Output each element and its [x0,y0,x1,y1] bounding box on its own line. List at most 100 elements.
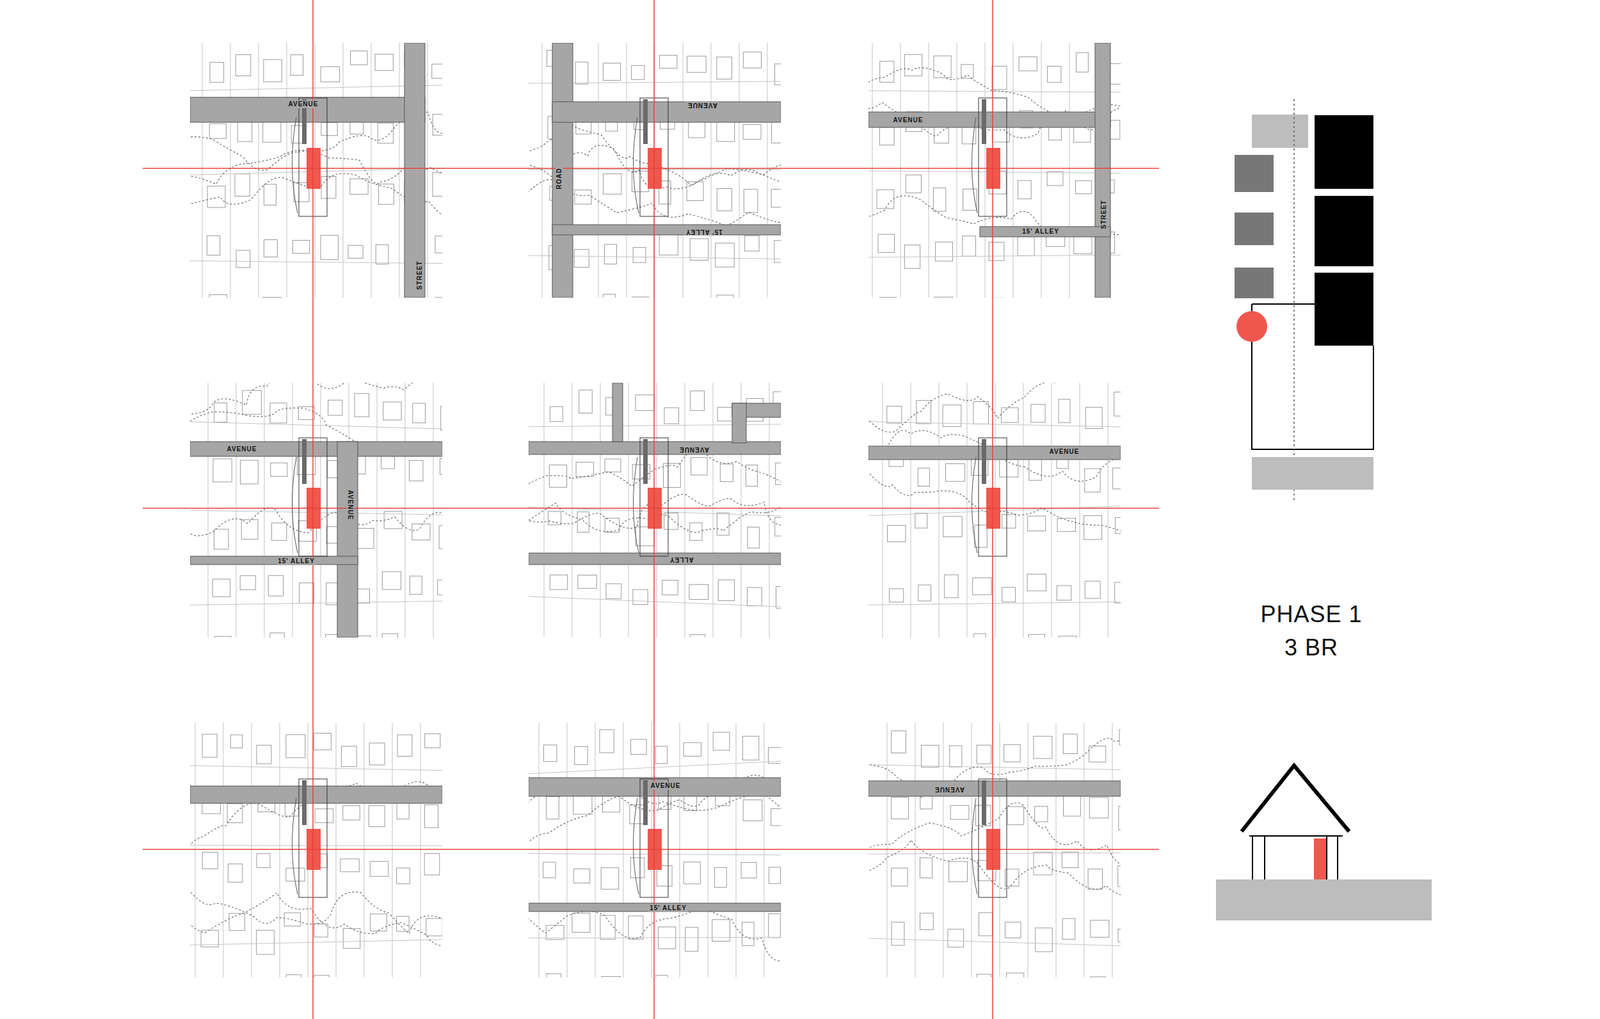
house-footprint [242,390,262,415]
house-footprint [1005,922,1021,939]
house-footprint [1018,56,1037,72]
house-footprint [604,458,621,472]
house-footprint [291,302,308,323]
road [528,552,781,565]
house-footprint [771,310,789,330]
house-footprint [1047,171,1064,186]
house-footprint [382,633,398,648]
house-footprint [343,805,360,820]
house-footprint [549,464,567,488]
house-footprint [916,400,932,424]
house-footprint [270,632,285,656]
house-footprint [432,114,450,136]
house-footprint [1084,581,1101,599]
house-footprint [1059,636,1078,657]
house-footprint [1035,928,1053,952]
house-footprint [383,401,402,420]
house-footprint [775,462,793,485]
contour-line [862,430,1168,481]
house-footprint [716,512,729,536]
lot-line [872,42,873,298]
house-footprint [1076,52,1089,73]
house-footprint [435,236,454,253]
house-footprint [744,306,760,328]
house-footprint [286,734,306,758]
lot-line [567,722,568,978]
tile-ground [528,382,781,638]
house-footprint [1085,407,1103,429]
road [528,441,781,455]
grid-line [653,0,655,1019]
house-footprint [690,457,708,475]
road [612,382,623,442]
house-footprint [918,584,932,601]
house-footprint [944,638,964,658]
house-footprint [369,861,388,877]
house-footprint [409,576,422,595]
house-footprint [629,804,645,824]
house-footprint [209,294,227,318]
house-column [1336,835,1339,880]
house-footprint [284,912,301,927]
house-footprint [988,241,1005,261]
house-footprint [574,746,588,765]
house-footprint [408,460,423,481]
tile-ground [190,42,443,298]
lot-line [684,382,686,638]
house-footprint [943,516,962,537]
street-label: AVENUE [346,488,354,522]
street-label: 15' ALLEY [276,557,317,566]
house-footprint [340,858,360,872]
lot-line [264,382,265,638]
house-footprint [920,857,933,879]
street-label: 15' ALLEY [648,904,688,912]
site-edge [632,798,639,895]
site-edge [291,117,298,214]
house-footprint [424,853,440,875]
house-footprint [369,743,385,765]
house-footprint [933,296,953,320]
house-footprint [887,642,900,662]
lot-line [764,722,765,978]
lot-line [1051,382,1053,638]
street-label: AVENUE [686,101,719,109]
house-footprint [949,861,968,882]
schematic-outline [1251,303,1315,305]
house-footprint [321,122,338,136]
street-label: AVENUE [933,785,966,793]
house-footprint [632,247,646,264]
house-footprint [602,63,621,81]
house-footprint [743,980,759,994]
house-footprint [412,523,431,540]
house-footprint [370,913,388,932]
house-footprint [1115,517,1131,534]
house-footprint [1089,976,1106,994]
lot-line [868,421,1121,427]
house-footprint [999,648,1012,670]
house-footprint [368,805,385,827]
house-footprint [212,579,231,597]
lot-line [251,722,253,978]
house-footprint [292,240,310,253]
contour-line [183,883,478,943]
house-footprint [879,297,896,321]
lot-line [868,254,1121,258]
house-footprint [685,927,699,952]
house-footprint [919,984,937,1008]
house-footprint [263,240,278,258]
lot-line [190,765,443,771]
house-footprint [661,299,676,324]
house-footprint [689,584,709,600]
lot-line [868,601,1121,605]
lot-line [223,722,224,978]
lot-line [202,42,203,298]
house-footprint [992,297,1006,312]
lot-line [769,382,770,638]
house-footprint [299,583,315,604]
contour-line [183,892,478,950]
house-footprint [286,974,301,998]
lot-line [336,722,337,978]
lot-line [711,42,712,298]
house-footprint [999,458,1019,477]
driveway [643,780,648,825]
